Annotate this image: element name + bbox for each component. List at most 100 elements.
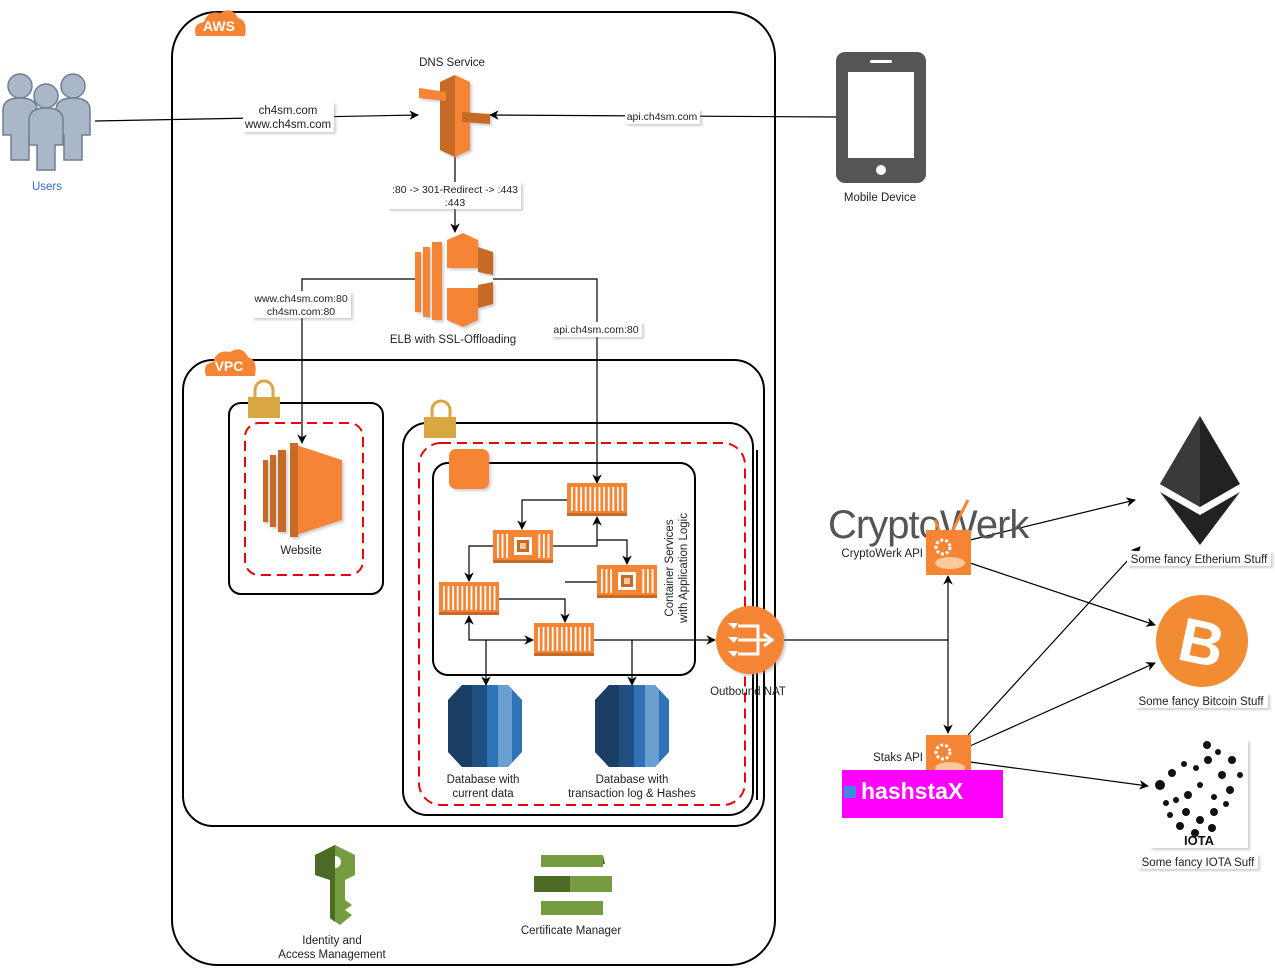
iota-dot [1210,808,1218,816]
svg-text:ch4sm.com: ch4sm.com [259,105,318,117]
iam-label: Access Management [278,949,386,961]
vpc-group[interactable] [182,359,765,827]
edge-label-users-dns: ch4sm.com www.ch4sm.com [243,102,334,132]
container-icon[interactable] [567,483,627,516]
iota-dot [1176,822,1184,830]
ecs-icon [449,449,489,489]
bitcoin-label: Some fancy Bitcoin Stuff [1135,693,1268,708]
bitcoin-icon[interactable]: B [1156,595,1248,687]
iota-dot [1173,797,1179,803]
svg-text:IOTA: IOTA [1184,833,1215,848]
edge-label-elb-api: api.ch4sm.com:80 [551,322,642,337]
iota-dot [1208,824,1216,832]
users-icon[interactable] [2,73,91,171]
edge-container[interactable] [553,516,602,547]
ethereum-icon[interactable] [1160,416,1240,545]
iota-dot [1191,829,1199,837]
aws-badge: AWS [195,10,246,36]
edge-container[interactable] [517,499,567,530]
edge-label-dns-elb: :80 -> 301-Redirect -> :443 :443 [388,182,521,209]
database-current-icon[interactable] [448,685,522,767]
iota-dot [1182,808,1190,816]
website-ec2-icon[interactable] [263,443,342,537]
mobile-device-icon[interactable] [836,52,926,183]
edge-container[interactable] [464,545,493,582]
edge-elb-api[interactable] [493,278,602,484]
db2-label: Database with [596,774,669,786]
iota-dot [1184,791,1192,799]
container-task-icon[interactable] [597,565,657,598]
vpc-badge: VPC [204,349,256,376]
svg-text:ch4sm.com:80: ch4sm.com:80 [267,306,335,318]
cryptowerk-api-label: CryptoWerk API [841,548,923,560]
nat-label: Outbound NAT [710,686,786,698]
iam-key-icon[interactable] [315,845,355,925]
iota-dot [1163,800,1169,806]
edge-staks-iota[interactable] [969,761,1149,790]
edge-container[interactable] [499,598,570,623]
iota-dot [1167,812,1173,818]
db2-label: transaction log & Hashes [568,788,696,800]
edge-container[interactable] [597,539,632,565]
iota-dot [1204,756,1212,764]
iota-dot [1215,749,1221,755]
iota-icon[interactable]: IOTA [1150,740,1248,848]
website-label: Website [280,545,321,557]
website-subnet[interactable] [228,402,384,595]
container-cluster[interactable] [432,462,696,676]
container-icon[interactable] [439,582,499,615]
iota-dot [1218,771,1226,779]
containers [439,483,657,656]
iam-label: Identity and [302,935,361,947]
iota-dot [1196,816,1204,824]
edge-cryptowerk-ethereum[interactable] [969,497,1136,541]
svg-text::443: :443 [445,197,466,209]
svg-text:hashstaX: hashstaX [861,778,964,804]
iota-dot [1237,772,1243,778]
aws-group[interactable] [171,11,776,966]
nat-gateway-icon[interactable] [716,606,784,674]
lock-icon [424,399,456,438]
edge-staks-bitcoin[interactable] [969,662,1156,747]
iota-dot [1228,756,1236,764]
certificate-manager-icon[interactable] [534,855,612,915]
dns-service-icon[interactable] [419,75,490,157]
iota-label: Some fancy IOTA Suff [1138,854,1258,869]
svg-text::80 -> 301-Redirect -> :443: :80 -> 301-Redirect -> :443 [392,184,518,196]
edge-elb-website[interactable] [297,278,415,444]
dns-label: DNS Service [419,57,485,69]
svg-text:www.ch4sm.com: www.ch4sm.com [244,119,331,131]
staks-api-label: Staks API [873,752,923,764]
mobile-label: Mobile Device [844,192,916,204]
edge-label-elb-website: www.ch4sm.com:80 ch4sm.com:80 [252,291,351,318]
edge-label-mobile-dns: api.ch4sm.com [625,109,700,124]
hashstax-logo: hashstaX [842,770,1003,818]
container-icon[interactable] [534,623,594,656]
ethereum-label: Some fancy Etherium Stuff [1127,551,1271,566]
certificate-manager-label: Certificate Manager [521,925,622,937]
svg-text:Some fancy IOTA Suff: Some fancy IOTA Suff [1142,857,1256,869]
iota-dot [1226,786,1234,794]
iota-dot [1168,769,1176,777]
edge-cryptowerk-bitcoin[interactable] [969,562,1156,627]
elb-icon[interactable] [415,233,493,327]
elb-label: ELB with SSL-Offloading [390,334,516,346]
svg-text:www.ch4sm.com:80: www.ch4sm.com:80 [253,293,348,305]
edge-container[interactable] [464,615,534,645]
security-group-app [418,442,746,806]
container-task-icon[interactable] [493,530,553,563]
cryptowerk-api-icon[interactable] [926,530,971,575]
database-transactions-icon[interactable] [595,685,669,767]
iota-dot [1211,794,1217,800]
iota-dot [1197,782,1203,788]
svg-text:Some fancy Bitcoin Stuff: Some fancy Bitcoin Stuff [1138,696,1264,708]
db1-label: current data [452,788,514,800]
edge-staks-ethereum[interactable] [967,546,1141,736]
iota-dot [1193,765,1199,771]
iota-dot [1181,761,1187,767]
edges [94,110,1156,790]
svg-text:api.ch4sm.com: api.ch4sm.com [627,111,698,123]
db1-label: Database with [447,774,520,786]
svg-text:AWS: AWS [203,18,235,34]
